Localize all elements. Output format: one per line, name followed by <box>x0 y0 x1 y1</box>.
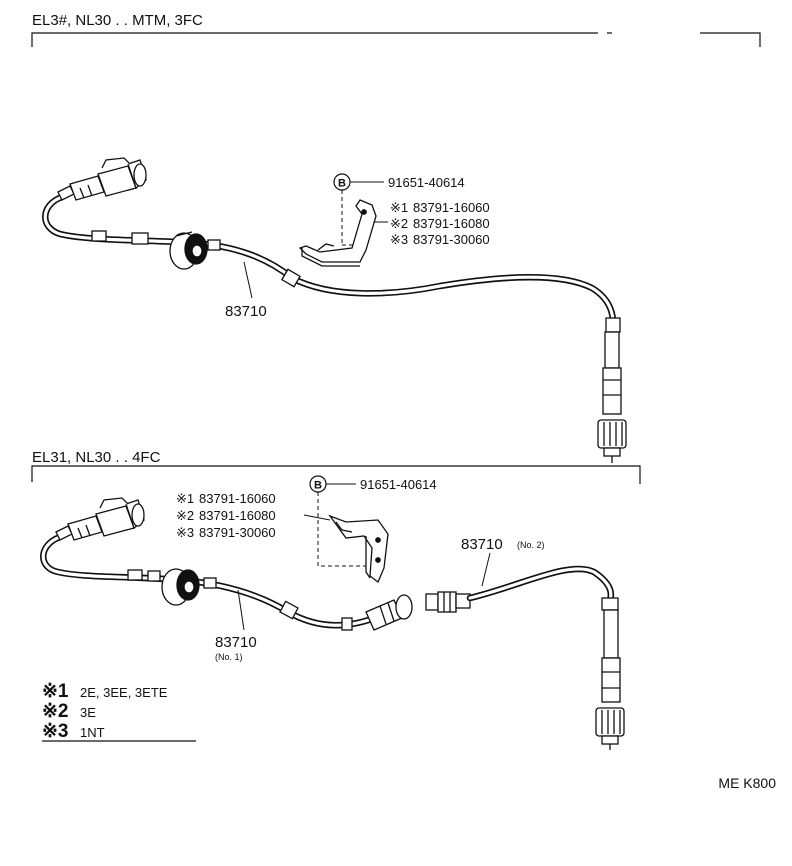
speedometer-cable-no1 <box>40 497 413 631</box>
speedometer-cable-no2 <box>425 565 625 750</box>
bracket-leader-2 <box>303 514 331 521</box>
cable-no1-part-number: 83710 <box>215 634 257 651</box>
legend-2-mark: ※2 <box>42 701 69 722</box>
bracket-2-part-2: 83791-16080 <box>199 508 276 523</box>
cable-no2-transmission-end <box>595 597 625 750</box>
cable-1-transmission-end <box>597 331 627 463</box>
section-2: EL31, NL30 . . 4FC B 91651-40614 ※1 8379… <box>31 449 641 750</box>
bolt-b-letter-2: B <box>314 480 322 492</box>
cable-no1-sub-label: (No. 1) <box>215 652 243 662</box>
legend-3-engines: 1NT <box>80 725 105 740</box>
bracket-3-part-2: 83791-30060 <box>199 525 276 540</box>
section-1-title: EL3#, NL30 . . MTM, 3FC <box>32 12 203 29</box>
bracket-2-mark-2: ※2 <box>176 508 194 523</box>
bracket-1-mark-2: ※1 <box>176 491 194 506</box>
section-2-title: EL31, NL30 . . 4FC <box>32 449 161 466</box>
bracket-2 <box>328 514 389 584</box>
legend-2-engines: 3E <box>80 705 96 720</box>
bolt-dashed-leader-2 <box>317 492 366 567</box>
bracket-1-mark: ※1 <box>390 200 408 215</box>
bracket-3-part: 83791-30060 <box>413 232 490 247</box>
cable-no1-leader <box>237 589 245 631</box>
legend-1-engines: 2E, 3EE, 3ETE <box>80 685 168 700</box>
bracket-3-mark-2: ※3 <box>176 525 194 540</box>
cable-1-grommet <box>169 231 208 270</box>
cable-no2-sub-label: (No. 2) <box>517 540 545 550</box>
engine-legend: ※1 2E, 3EE, 3ETE ※2 3E ※3 1NT <box>42 681 196 742</box>
section-2-bracket-line <box>31 465 641 484</box>
cable-joint-connector <box>365 594 413 631</box>
cable-1-meter-connector <box>57 157 147 201</box>
legend-3-mark: ※3 <box>42 721 69 742</box>
cable-1-part-number: 83710 <box>225 303 267 320</box>
legend-1-mark: ※1 <box>42 681 69 702</box>
section-1-bracket-line <box>31 32 761 47</box>
bracket-part-list-1: ※1 83791-16060 ※2 83791-16080 ※3 83791-3… <box>390 200 490 247</box>
bracket-1-part-2: 83791-16060 <box>199 491 276 506</box>
cable-no2-joint-end <box>425 591 471 613</box>
bolt-b-letter-1: B <box>338 178 346 190</box>
cable-no1-grommet <box>161 568 200 606</box>
bracket-2-mark: ※2 <box>390 216 408 231</box>
cable-no1-meter-connector <box>55 497 145 541</box>
cable-no2-leader <box>481 552 491 587</box>
bracket-1-part: 83791-16060 <box>413 200 490 215</box>
bracket-1 <box>298 199 377 267</box>
speedometer-cable-1 <box>42 157 627 463</box>
bracket-2-part: 83791-16080 <box>413 216 490 231</box>
bracket-3-mark: ※3 <box>390 232 408 247</box>
section-1: EL3#, NL30 . . MTM, 3FC B 91651-40614 ※1… <box>31 12 761 463</box>
cable-no2-part-number: 83710 <box>461 536 503 553</box>
bolt-part-number-2: 91651-40614 <box>360 477 437 492</box>
bolt-part-number-1: 91651-40614 <box>388 175 465 190</box>
bracket-part-list-2: ※1 83791-16060 ※2 83791-16080 ※3 83791-3… <box>176 491 276 540</box>
figure-code: ME K800 <box>718 775 776 791</box>
cable-1-leader <box>243 261 253 299</box>
